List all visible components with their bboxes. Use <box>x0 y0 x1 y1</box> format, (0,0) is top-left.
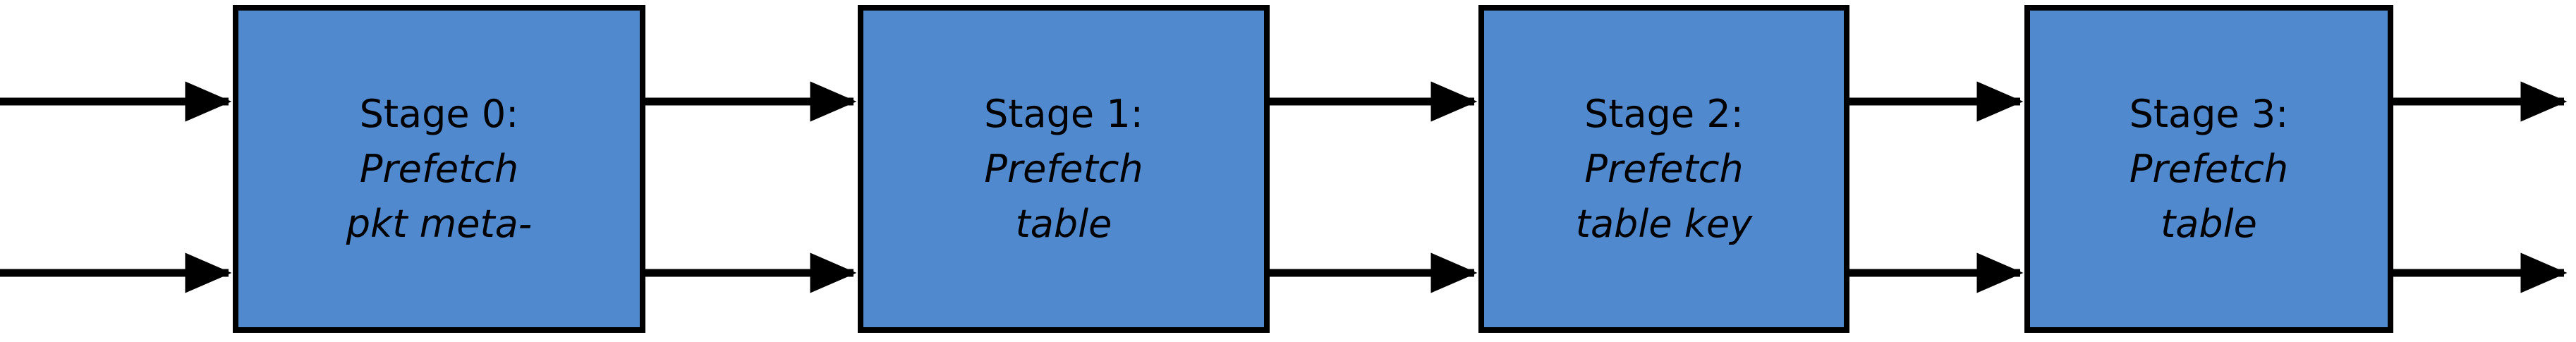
stage-box-3[interactable]: Stage 3: Prefetch table <box>2024 5 2393 333</box>
stage-0-desc-line-2: pkt meta- <box>346 201 533 246</box>
stage-box-2[interactable]: Stage 2: Prefetch table key <box>1478 5 1849 333</box>
arrows-stage-0-to-stage-1 <box>645 81 857 293</box>
stage-box-1[interactable]: Stage 1: Prefetch table <box>858 5 1270 333</box>
arrows-out-of-stage-3 <box>2393 81 2568 293</box>
stage-2-desc-line-2: table key <box>1575 201 1753 246</box>
stage-1-desc-line-1: Prefetch <box>984 146 1143 191</box>
arrows-stage-1-to-stage-2 <box>1270 81 1478 293</box>
stage-3-title: Stage 3: <box>2129 91 2289 136</box>
stage-0-title: Stage 0: <box>359 91 519 136</box>
arrows-into-stage-0 <box>0 81 232 293</box>
stage-2-title: Stage 2: <box>1584 91 1744 136</box>
stage-3-desc-line-2: table <box>2161 201 2257 246</box>
stage-1-desc-line-2: table <box>1015 201 1112 246</box>
stage-2-desc-line-1: Prefetch <box>1584 146 1744 191</box>
stage-3-desc-line-1: Prefetch <box>2129 146 2289 191</box>
stage-1-title: Stage 1: <box>984 91 1143 136</box>
arrows-stage-2-to-stage-3 <box>1849 81 2024 293</box>
stage-0-desc-line-1: Prefetch <box>359 146 519 191</box>
stage-box-0[interactable]: Stage 0: Prefetch pkt meta- <box>233 5 645 333</box>
